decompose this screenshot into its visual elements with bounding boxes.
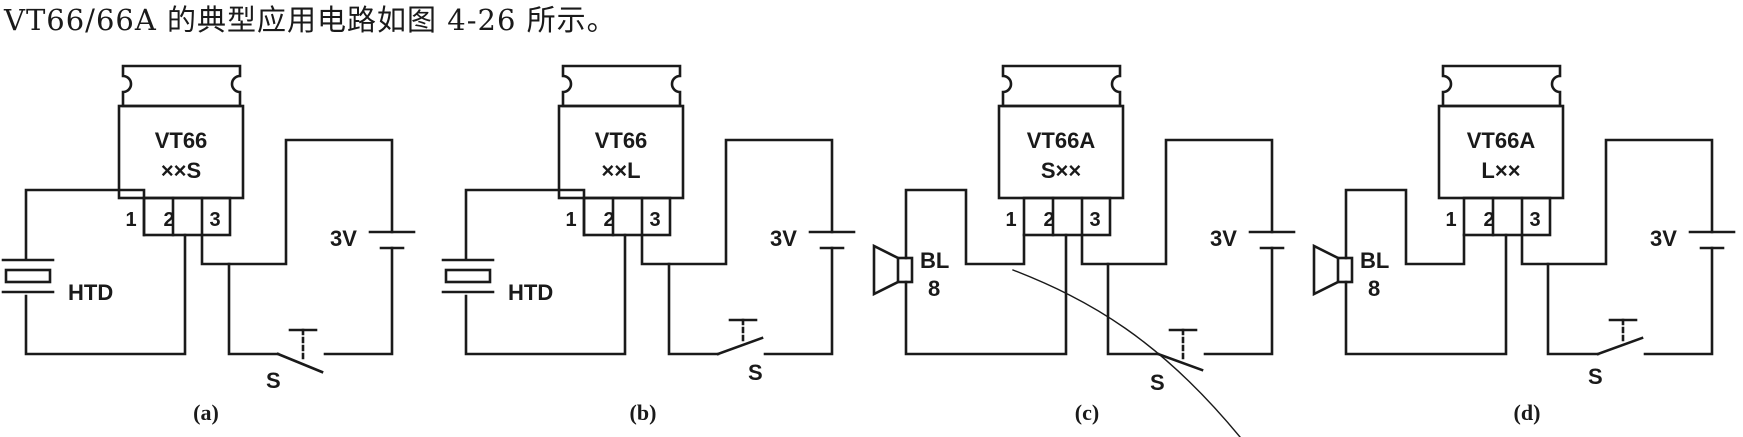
wire [464, 188, 586, 260]
caption-c: (c) [1075, 400, 1099, 425]
wire [1344, 188, 1466, 266]
pin-label-c-1: 1 [1005, 209, 1016, 231]
load-label-d: BL [1360, 248, 1389, 273]
chip-label-c-1: VT66A [1027, 128, 1096, 153]
wire [323, 246, 394, 356]
pin-label-c-3: 3 [1089, 209, 1100, 231]
chip-tab-b [561, 64, 682, 108]
voltage-label-b: 3V [770, 226, 797, 251]
wire [1080, 138, 1274, 266]
voltage-label-d: 3V [1650, 226, 1677, 251]
wire [1106, 262, 1160, 356]
pin-label-a-3: 3 [209, 209, 220, 231]
speaker-cone-icon [1312, 243, 1340, 297]
load-label-b: HTD [508, 280, 553, 305]
chip-label-b-2: ××L [601, 158, 640, 183]
pin-label-a-2: 2 [163, 209, 174, 231]
speaker-icon [896, 256, 914, 284]
pin-label-b-3: 3 [649, 209, 660, 231]
circuit-c: VT66A S×× 1 2 3 BL 8 3V S (c) [872, 64, 1296, 437]
wire [24, 233, 187, 356]
chip-label-a-1: VT66 [155, 128, 208, 153]
pin-label-d-1: 1 [1445, 209, 1456, 231]
stray-curve [1012, 269, 1241, 437]
load-value-d: 8 [1368, 276, 1380, 301]
caption-b: (b) [630, 400, 657, 425]
chip-tab-d [1441, 64, 1562, 108]
switch-label-a: S [266, 368, 281, 393]
wire [667, 262, 720, 356]
circuit-b: VT66 ××L 1 2 3 HTD 3V S (b) [441, 64, 856, 425]
switch-icon [1596, 336, 1644, 356]
pin-label-d-3: 3 [1529, 209, 1540, 231]
wire [904, 233, 1068, 356]
pin-label-b-1: 1 [565, 209, 576, 231]
voltage-label-a: 3V [330, 226, 357, 251]
load-value-c: 8 [928, 276, 940, 301]
wire [24, 188, 146, 260]
switch-icon [276, 352, 324, 374]
switch-label-d: S [1588, 364, 1603, 389]
chip-label-c-2: S×× [1041, 158, 1081, 183]
buzzer-icon [4, 268, 52, 284]
speaker-icon [1336, 256, 1354, 284]
chip-label-d-1: VT66A [1467, 128, 1536, 153]
wire [227, 262, 280, 356]
chip-label-a-2: ××S [161, 158, 201, 183]
wire [1203, 246, 1274, 356]
wire [1344, 233, 1508, 356]
wire [904, 188, 1026, 266]
pin-label-b-2: 2 [603, 209, 614, 231]
wire [763, 246, 834, 356]
chip-tab-c [1001, 64, 1122, 108]
speaker-cone-icon [872, 243, 900, 297]
wire [200, 138, 394, 266]
chip-tab-a [121, 64, 242, 108]
load-label-c: BL [920, 248, 949, 273]
chip-label-b-1: VT66 [595, 128, 648, 153]
pin-label-c-2: 2 [1043, 209, 1054, 231]
switch-label-c: S [1150, 370, 1165, 395]
pin-label-a-1: 1 [125, 209, 136, 231]
circuit-a: VT66 ××S 1 2 3 HTD 3V S (a) [1, 64, 416, 425]
switch-label-b: S [748, 360, 763, 385]
voltage-label-c: 3V [1210, 226, 1237, 251]
caption-a: (a) [193, 400, 219, 425]
switch-icon [716, 336, 764, 356]
caption-d: (d) [1514, 400, 1541, 425]
load-label-a: HTD [68, 280, 113, 305]
wire [1546, 262, 1600, 356]
buzzer-icon [444, 268, 492, 284]
wire [464, 233, 627, 356]
circuit-d: VT66A L×× 1 2 3 BL 8 3V S (d) [1312, 64, 1736, 425]
chip-label-d-2: L×× [1481, 158, 1520, 183]
intro-text: VT66/66A 的典型应用电路如图 4-26 所示。 [4, 3, 617, 37]
wire [1643, 246, 1714, 356]
pin-label-d-2: 2 [1483, 209, 1494, 231]
wire [1520, 138, 1714, 266]
switch-icon [1156, 352, 1204, 372]
wire [640, 138, 834, 266]
